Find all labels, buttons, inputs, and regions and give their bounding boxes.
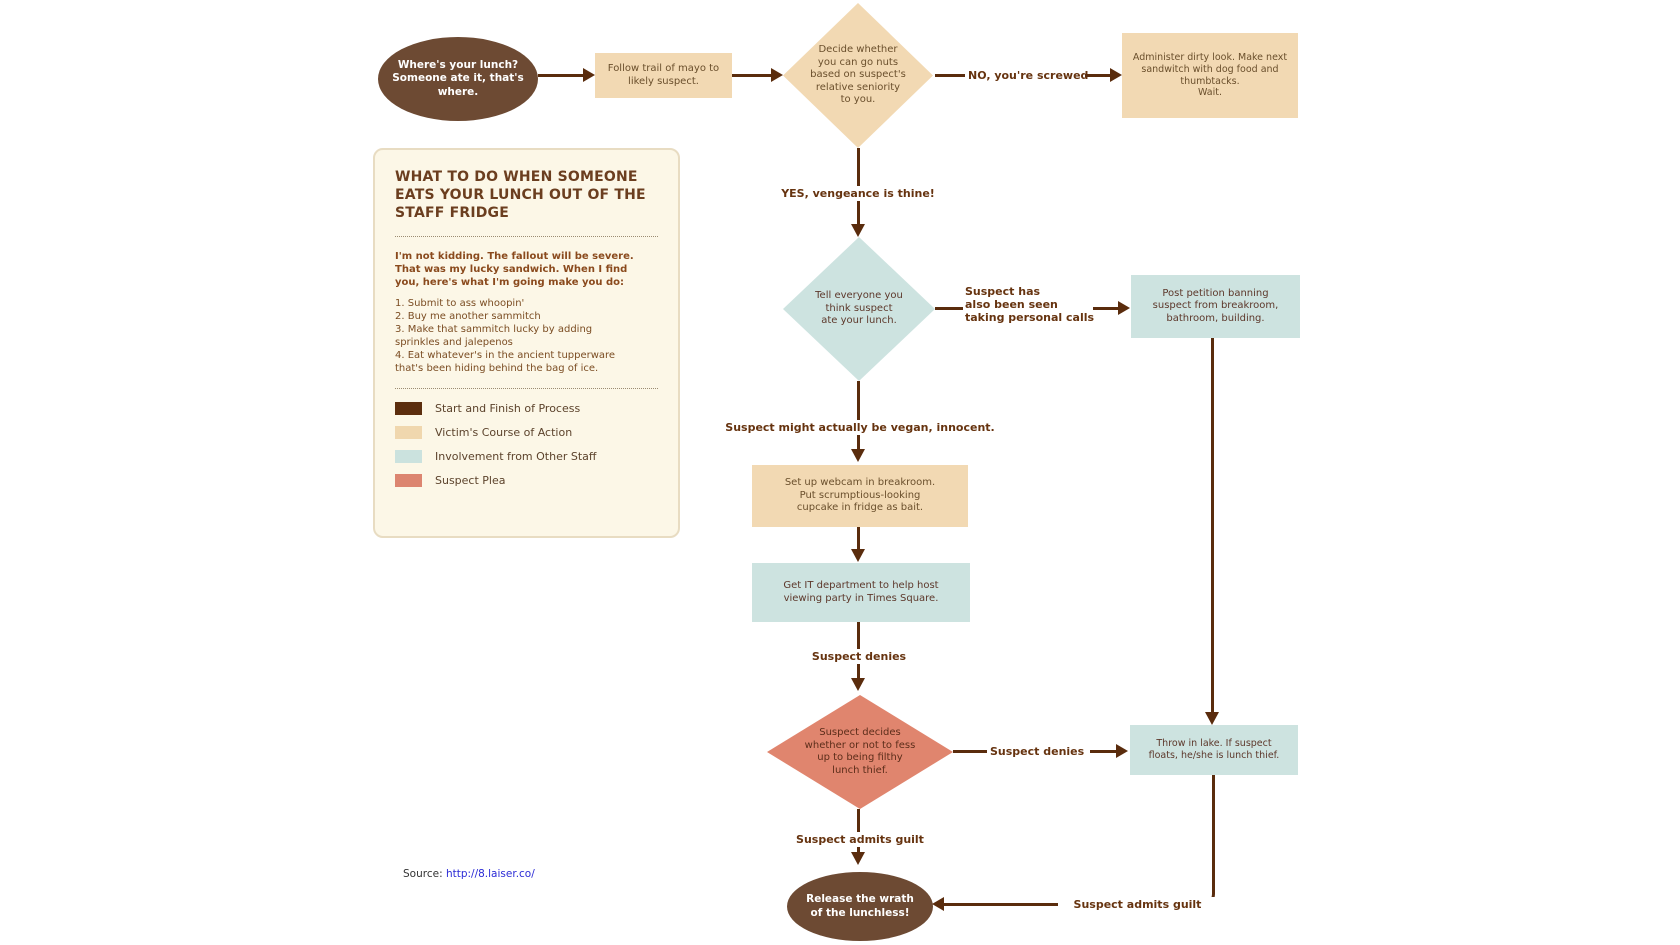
administer-box-text: Administer dirty look. Make next sandwit… xyxy=(1132,51,1288,99)
legend-swatch-other-staff xyxy=(395,450,422,464)
process-box-it-department: Get IT department to help host viewing p… xyxy=(752,563,970,622)
webcam-box-text: Set up webcam in breakroom. Put scrumpti… xyxy=(784,477,936,514)
arrowhead-down-icon xyxy=(851,449,865,462)
connector-lake-finish xyxy=(940,775,1215,906)
connector-denies-lake xyxy=(1090,750,1116,753)
edge-label-no-screwed: NO, you're screwed xyxy=(966,68,1091,84)
edge-label-personal-calls: Suspect has also been seen taking person… xyxy=(963,284,1097,326)
decision-diamond-seniority: Decide whether you can go nuts based on … xyxy=(783,3,933,148)
process-box-follow-mayo: Follow trail of mayo to likely suspect. xyxy=(595,53,732,98)
connector-start-follow xyxy=(538,74,583,77)
connector-tell-calls xyxy=(935,307,963,310)
arrowhead-down-icon xyxy=(851,224,865,237)
legend-swatch-victim-action xyxy=(395,426,422,440)
connector-no-administer xyxy=(1085,74,1110,77)
source-prefix: Source: xyxy=(403,868,443,880)
process-box-administer-look: Administer dirty look. Make next sandwit… xyxy=(1122,33,1298,118)
decides-diamond-text: Suspect decides whether or not to fess u… xyxy=(804,727,916,776)
legend-row: Start and Finish of Process xyxy=(395,402,658,416)
edge-label-denies-right: Suspect denies xyxy=(988,744,1087,760)
step-item: 1. Submit to ass whoopin' xyxy=(395,298,525,310)
panel-steps: 1. Submit to ass whoopin' 2. Buy me anot… xyxy=(395,297,658,375)
arrowhead-right-icon xyxy=(771,68,783,82)
edge-label-denies-down: Suspect denies xyxy=(792,649,926,665)
legend-label: Start and Finish of Process xyxy=(435,402,581,416)
legend-swatch-start-finish xyxy=(395,402,422,416)
legend-label: Victim's Course of Action xyxy=(435,426,573,440)
arrowhead-right-icon xyxy=(1110,68,1122,82)
connector-decides-finish xyxy=(857,809,860,852)
follow-box-text: Follow trail of mayo to likely suspect. xyxy=(607,63,720,87)
legend-row: Involvement from Other Staff xyxy=(395,450,658,464)
dotted-divider xyxy=(395,235,658,237)
arrowhead-right-icon xyxy=(583,68,595,82)
edge-label-vegan: Suspect might actually be vegan, innocen… xyxy=(706,420,1014,436)
legend-row: Suspect Plea xyxy=(395,474,658,488)
legend-label: Suspect Plea xyxy=(435,474,506,488)
arrowhead-down-icon xyxy=(851,678,865,691)
connector-petition-lake xyxy=(1211,338,1214,712)
connector-tell-webcam xyxy=(857,381,860,449)
arrowhead-down-icon xyxy=(851,549,865,562)
arrowhead-right-icon xyxy=(1116,744,1128,758)
arrowhead-right-icon xyxy=(1118,301,1130,315)
connector-follow-decide xyxy=(732,74,772,77)
petition-box-text: Post petition banning suspect from break… xyxy=(1152,287,1279,324)
process-box-webcam-bait: Set up webcam in breakroom. Put scrumpti… xyxy=(752,465,968,527)
decision-diamond-fess-up: Suspect decides whether or not to fess u… xyxy=(767,695,953,809)
connector-decides-denies xyxy=(953,750,987,753)
info-panel: WHAT TO DO WHEN SOMEONE EATS YOUR LUNCH … xyxy=(373,148,680,538)
source-line: Source: http://8.laiser.co/ xyxy=(403,868,535,880)
arrowhead-left-icon xyxy=(932,897,944,911)
edge-label-yes-vengeance: YES, vengeance is thine! xyxy=(746,186,970,202)
start-node-text: Where's your lunch? Someone ate it, that… xyxy=(392,58,524,98)
legend-row: Victim's Course of Action xyxy=(395,426,658,440)
edge-label-admits-down: Suspect admits guilt xyxy=(783,832,937,848)
source-link[interactable]: http://8.laiser.co/ xyxy=(445,868,535,880)
connector-calls-petition xyxy=(1093,307,1118,310)
start-node: Where's your lunch? Someone ate it, that… xyxy=(378,37,538,121)
process-box-throw-in-lake: Throw in lake. If suspect floats, he/she… xyxy=(1130,725,1298,775)
panel-title: WHAT TO DO WHEN SOMEONE EATS YOUR LUNCH … xyxy=(395,169,646,221)
legend-swatch-suspect-plea xyxy=(395,474,422,488)
arrowhead-down-icon xyxy=(851,852,865,865)
decision-diamond-tell-everyone: Tell everyone you think suspect ate your… xyxy=(783,237,935,381)
lake-box-text: Throw in lake. If suspect floats, he/she… xyxy=(1148,738,1280,761)
finish-node: Release the wrath of the lunchless! xyxy=(787,872,933,941)
it-box-text: Get IT department to help host viewing p… xyxy=(783,580,939,604)
step-item: 3. Make that sammitch lucky by adding sp… xyxy=(395,324,593,349)
finish-node-text: Release the wrath of the lunchless! xyxy=(806,892,914,919)
connector-webcam-it xyxy=(857,527,860,549)
dotted-divider xyxy=(395,388,658,390)
process-box-post-petition: Post petition banning suspect from break… xyxy=(1131,275,1300,338)
arrowhead-down-icon xyxy=(1205,712,1219,725)
panel-intro: I'm not kidding. The fallout will be sev… xyxy=(395,250,634,289)
tell-diamond-text: Tell everyone you think suspect ate your… xyxy=(815,290,903,327)
connector-decide-no xyxy=(935,74,965,77)
decide-diamond-text: Decide whether you can go nuts based on … xyxy=(810,44,906,106)
step-item: 4. Eat whatever's in the ancient tupperw… xyxy=(395,350,616,375)
legend-label: Involvement from Other Staff xyxy=(435,450,597,464)
step-item: 2. Buy me another sammitch xyxy=(395,311,541,323)
edge-label-admits-right: Suspect admits guilt xyxy=(1058,897,1217,913)
